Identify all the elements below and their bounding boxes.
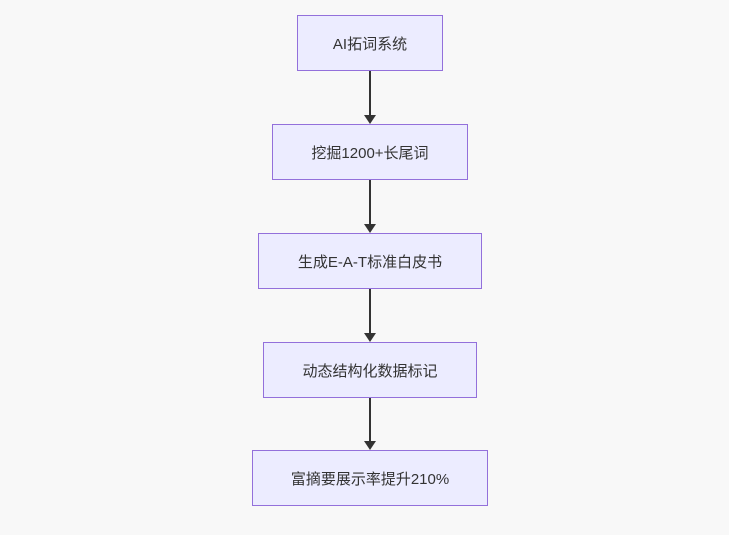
flow-edge-4: [358, 398, 382, 450]
flow-edge-1: [358, 71, 382, 124]
flow-node-ai-word-expansion: AI拓词系统: [297, 15, 443, 71]
flow-node-longtail-mining: 挖掘1200+长尾词: [272, 124, 468, 180]
arrowhead-down-icon: [364, 115, 376, 124]
edge-line: [369, 180, 371, 224]
flow-edge-2: [358, 180, 382, 233]
flow-node-structured-data-markup: 动态结构化数据标记: [263, 342, 477, 398]
arrowhead-down-icon: [364, 441, 376, 450]
edge-line: [369, 289, 371, 333]
edge-line: [369, 398, 371, 441]
flow-edge-3: [358, 289, 382, 342]
flow-node-eat-whitepaper: 生成E-A-T标准白皮书: [258, 233, 482, 289]
flow-node-rich-snippet-uplift: 富摘要展示率提升210%: [252, 450, 488, 506]
arrowhead-down-icon: [364, 333, 376, 342]
arrowhead-down-icon: [364, 224, 376, 233]
edge-line: [369, 71, 371, 115]
